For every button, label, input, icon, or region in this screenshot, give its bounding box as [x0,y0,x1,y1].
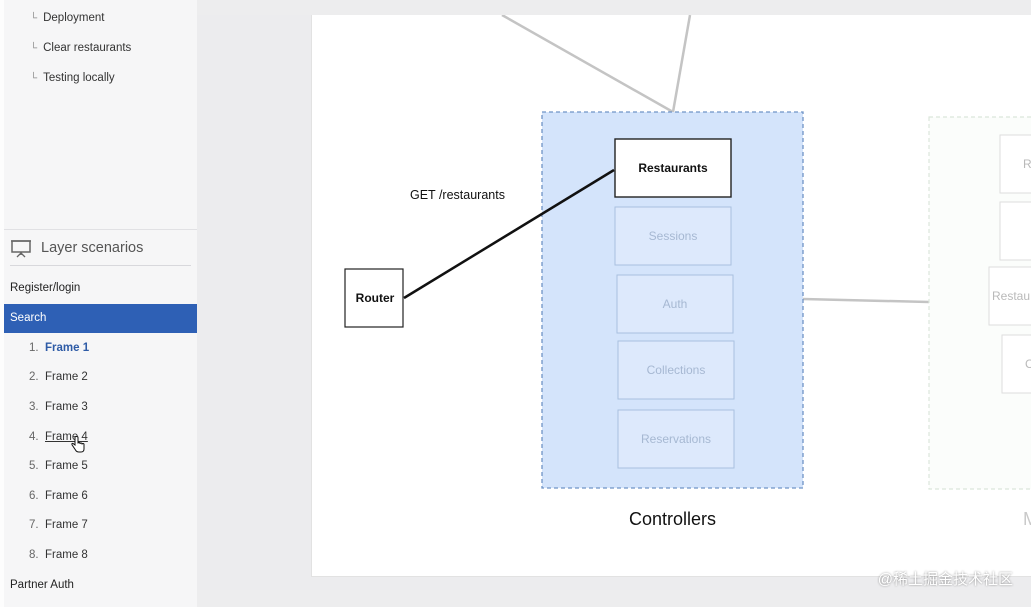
right-box-label: R [1023,157,1031,171]
subitem-label: Testing locally [43,72,115,84]
sidebar-subitem-testing-locally[interactable]: └ Testing locally [30,72,115,84]
frame-number: 1. [29,342,39,354]
subitem-label: Clear restaurants [43,42,132,54]
collections-label: Collections [646,363,706,377]
tree-branch-icon: └ [30,42,38,54]
frame-number: 6. [29,490,39,502]
frame-item-2[interactable]: 2. Frame 2 [29,371,88,383]
restaurants-label[interactable]: Restaurants [638,161,708,175]
frame-label: Frame 5 [45,460,88,472]
right-box-1 [999,134,1031,194]
frame-label: Frame 3 [45,401,88,413]
layer-header-label: Layer scenarios [41,240,144,256]
frame-label: Frame 7 [45,519,88,531]
frame-number: 7. [29,519,39,531]
sidebar: └ Deployment └ Clear restaurants └ Testi… [0,0,197,607]
sidebar-subitem-deployment[interactable]: └ Deployment [30,12,104,24]
frame-item-8[interactable]: 8. Frame 8 [29,549,88,561]
connector-line [501,15,674,114]
frame-number: 3. [29,401,39,413]
frame-label: Frame 6 [45,490,88,502]
request-label: GET /restaurants [410,188,505,202]
subitem-label: Deployment [43,12,105,24]
hand-pointer-icon [71,436,85,453]
controller-reservations-box [617,409,735,469]
controller-restaurants-box [614,138,732,198]
connector-line [671,15,692,113]
controller-sessions-box [614,206,732,266]
frame-label: Frame 8 [45,549,88,561]
frame-item-6[interactable]: 6. Frame 6 [29,490,88,502]
router-label: Router [355,291,395,305]
header-underline [10,265,191,266]
frame-item-3[interactable]: 3. Frame 3 [29,401,88,413]
sidebar-edge [0,0,4,607]
nav-item-search[interactable]: Search [4,304,197,333]
nav-item-register-login[interactable]: Register/login [10,282,81,294]
auth-label: Auth [662,297,688,311]
controllers-title: Controllers [628,509,717,529]
right-box-4 [1001,334,1031,394]
right-box-3 [988,266,1031,326]
frame-item-5[interactable]: 5. Frame 5 [29,460,88,472]
request-line [403,168,615,300]
controller-auth-box [616,274,734,334]
controller-collections-box [617,340,735,400]
presentation-icon [11,240,31,258]
layer-scenarios-header[interactable]: Layer scenarios [10,236,143,260]
reservations-label: Reservations [640,432,712,446]
right-group-title-partial: M [1023,509,1031,529]
frame-label: Frame 2 [45,371,88,383]
architecture-diagram [344,15,1031,490]
right-box-label: Restau [992,289,1031,303]
frame-label: Frame 1 [45,342,90,354]
frame-item-7[interactable]: 7. Frame 7 [29,519,88,531]
frame-number: 8. [29,549,39,561]
right-box-2 [999,201,1031,261]
sessions-label: Sessions [648,229,698,243]
frame-item-1[interactable]: 1. Frame 1 [29,342,89,354]
frame-number: 4. [29,431,39,443]
watermark: @稀土掘金技术社区 [877,571,1013,588]
slide-canvas: GET /restaurants Router Restaurants Sess… [311,15,1031,577]
frame-number: 5. [29,460,39,472]
connector-line [802,297,930,304]
nav-item-partner-auth[interactable]: Partner Auth [10,579,74,591]
sidebar-subitem-clear-restaurants[interactable]: └ Clear restaurants [30,42,131,54]
router-box [344,268,404,328]
tree-branch-icon: └ [30,72,38,84]
tree-branch-icon: └ [30,12,38,24]
right-box-label: C [1025,357,1031,371]
section-divider [4,229,197,230]
frame-number: 2. [29,371,39,383]
